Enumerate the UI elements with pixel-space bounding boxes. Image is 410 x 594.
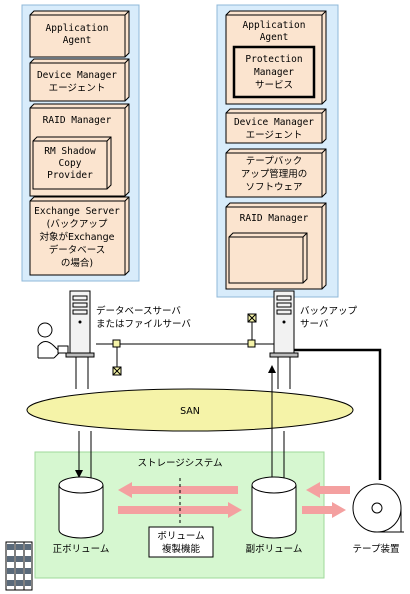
backup-server-label-line-2: サーバ <box>300 319 329 330</box>
volume-replication-function-box: ボリューム 複製機能 <box>148 526 214 558</box>
right-tape-sw-line-2: アップ管理用の <box>241 168 308 180</box>
right-dm-line-2: エージェント <box>246 130 303 141</box>
right-module-device-manager-agent: Device Manager エージェント <box>225 108 327 144</box>
left-module-device-manager-agent: Device Manager エージェント <box>29 58 130 102</box>
pm-line-3: サービス <box>255 80 293 91</box>
primary-volume-label: 正ボリューム <box>53 544 110 555</box>
left-dm-line-2: エージェント <box>49 83 106 94</box>
pm-line-1: Protection <box>245 54 302 65</box>
user-operator-icon <box>37 322 69 359</box>
secondary-volume-label: 副ボリューム <box>246 544 303 555</box>
left-ex-line-1: Exchange Server <box>34 206 120 217</box>
db-server-icon <box>65 290 95 358</box>
primary-volume-disk-icon <box>58 476 104 539</box>
replication-line-1: ボリューム <box>157 531 204 542</box>
lan-connector-right <box>247 313 257 348</box>
san-label: SAN <box>180 406 200 417</box>
right-module-rm-shadow-copy-provider <box>228 232 308 284</box>
right-dm-line-1: Device Manager <box>234 117 314 128</box>
left-ex-line-4: データベース <box>49 244 106 256</box>
left-app-agent-line-2: Agent <box>63 35 92 46</box>
left-module-application-agent: Application Agent <box>29 10 130 58</box>
right-app-agent-line-2: Agent <box>260 32 289 43</box>
tape-to-secondary-arrow <box>306 482 350 498</box>
replication-arrow-left <box>118 482 238 498</box>
right-protection-manager-service: Protection Manager サービス <box>232 45 316 99</box>
backup-server-icon <box>269 290 299 358</box>
db-server-label-line-2: またはファイルサーバ <box>96 319 191 330</box>
pm-line-2: Manager <box>254 67 294 78</box>
db-server-label-line-1: データベースサーバ <box>96 305 181 317</box>
right-module-tape-backup-software: テープバック アップ管理用の ソフトウェア <box>225 148 327 198</box>
left-app-agent-line-1: Application <box>46 23 109 34</box>
lan-connector-left <box>112 339 122 376</box>
left-ex-line-3: 対象がExchange <box>40 231 115 243</box>
storage-rack-icon <box>5 541 33 591</box>
left-rm-line-3: Provider <box>47 170 93 181</box>
right-tape-sw-line-3: ソフトウェア <box>245 182 302 193</box>
left-rm-line-1: RM Shadow <box>44 146 96 157</box>
left-ex-line-2: (バックアップ <box>47 219 108 230</box>
tape-device-icon <box>352 483 404 533</box>
left-ex-line-5: の場合) <box>61 257 93 269</box>
secondary-to-tape-arrow <box>302 502 346 518</box>
storage-system-title: ストレージシステム <box>137 458 222 469</box>
left-module-rm-shadow-copy-provider: RM Shadow Copy Provider <box>32 136 112 190</box>
left-raid-label: RAID Manager <box>43 115 112 126</box>
right-app-agent-line-1: Application <box>243 20 306 31</box>
left-rm-line-2: Copy <box>59 158 82 169</box>
backup-server-to-tape-cable <box>294 348 382 480</box>
secondary-volume-disk-icon <box>251 476 297 539</box>
tape-device-label: テープ装置 <box>353 543 400 555</box>
right-tape-sw-line-1: テープバック <box>246 156 302 167</box>
left-module-exchange-server: Exchange Server (バックアップ 対象がExchange データベ… <box>29 196 130 276</box>
replication-line-2: 複製機能 <box>162 543 201 555</box>
backup-server-label-line-1: バックアップ <box>300 306 358 317</box>
left-dm-line-1: Device Manager <box>37 70 117 81</box>
right-raid-label: RAID Manager <box>240 213 309 224</box>
